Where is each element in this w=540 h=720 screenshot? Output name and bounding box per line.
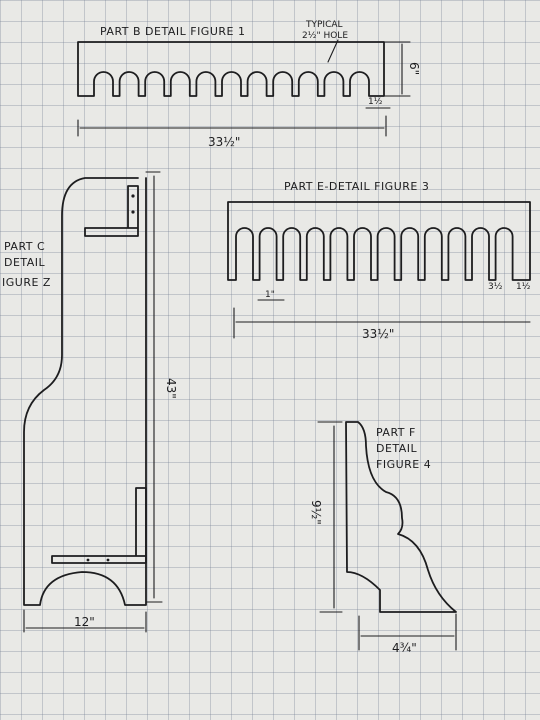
part-b-note-line2: 2½" HOLE [302, 31, 348, 41]
part-f-title-line2: DETAIL [376, 442, 418, 455]
part-b-board-outline [77, 41, 385, 97]
part-e-board-outline [227, 201, 531, 281]
part-f-figure: PART F DETAIL FIGURE 4 9½" 4¾" [309, 421, 457, 655]
part-c-width-dimension-line [23, 609, 147, 633]
part-b-height-label: 6" [407, 62, 421, 75]
part-c-figure: PART C DETAIL IGURE Z 43" 12" [2, 171, 178, 633]
part-f-title-line1: PART F [376, 426, 416, 439]
part-b-figure: PART B DETAIL FIGURE 1 TYPICAL 2½" HOLE … [77, 20, 421, 149]
part-e-gap-label-a: 3½ [488, 282, 503, 292]
part-f-height-label: 9½" [309, 500, 323, 525]
part-c-title-line1: PART C [4, 240, 45, 253]
part-c-screw-mark [131, 210, 135, 214]
part-c-screw-mark [86, 558, 90, 562]
part-c-title-line2: DETAIL [4, 256, 46, 269]
part-b-length-dimension-line [77, 115, 387, 137]
part-e-length-dimension-line [233, 307, 531, 339]
part-c-width-label: 12" [74, 615, 95, 629]
part-c-screw-mark [131, 194, 135, 198]
part-b-note-leader [327, 39, 339, 63]
part-b-height-dimension-line [383, 41, 411, 97]
part-e-figure: PART E-DETAIL FIGURE 3 1" 3½ 1½ 33½" [227, 180, 531, 341]
part-b-gap-label: 1½ [368, 97, 383, 107]
part-f-bracket-outline [345, 421, 457, 613]
part-e-gap-label-b: 1½ [516, 282, 531, 292]
part-c-height-label: 43" [164, 378, 178, 399]
part-b-length-label: 33½" [208, 135, 240, 149]
part-f-width-dimension-line [358, 613, 457, 651]
part-c-bottom-shelf-cleat [51, 487, 147, 564]
part-e-length-label: 33½" [362, 327, 394, 341]
part-e-slot-label: 1" [265, 290, 275, 300]
part-c-height-dimension-line [145, 171, 163, 603]
part-c-title-line3: IGURE Z [2, 276, 51, 289]
part-f-width-label: 4¾" [392, 641, 417, 655]
part-f-title-line3: FIGURE 4 [376, 458, 431, 471]
part-b-note-line1: TYPICAL [305, 20, 343, 30]
part-c-screw-mark [106, 558, 110, 562]
part-b-title: PART B DETAIL FIGURE 1 [100, 25, 245, 38]
part-f-height-dimension-line [317, 421, 343, 613]
part-e-title: PART E-DETAIL FIGURE 3 [284, 180, 429, 193]
part-c-side-outline [23, 177, 147, 606]
part-c-top-shelf-cleat [84, 185, 139, 237]
